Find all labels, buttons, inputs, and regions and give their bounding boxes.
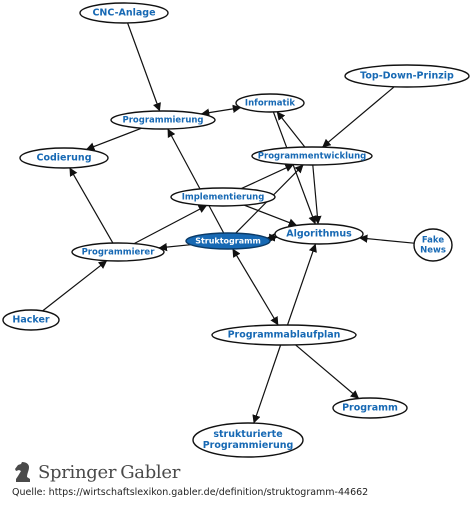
node-struktogramm[interactable]: Struktogramm bbox=[185, 232, 271, 250]
node-label: Programmentwicklung bbox=[258, 152, 366, 162]
node-implementierung[interactable]: Implementierung bbox=[170, 187, 276, 207]
chess-knight-icon bbox=[15, 462, 30, 482]
node-label: Programm bbox=[342, 403, 398, 414]
edge-implementierung-algorithmus bbox=[244, 204, 298, 227]
edge-struktogramm-programmierung bbox=[167, 128, 225, 234]
node-hacker[interactable]: Hacker bbox=[2, 309, 60, 331]
node-label: Struktogramm bbox=[195, 237, 261, 246]
node-shape bbox=[71, 242, 165, 262]
node-label: Codierung bbox=[36, 153, 91, 164]
node-cnc[interactable]: CNC-Anlage bbox=[79, 2, 169, 24]
node-label: Top-Down-Prinzip bbox=[360, 71, 454, 82]
node-label: CNC-Anlage bbox=[92, 8, 155, 19]
node-layer: CNC-AnlageTop-Down-PrinzipInformatikProg… bbox=[2, 2, 470, 458]
node-programmierung[interactable]: Programmierung bbox=[110, 110, 216, 130]
node-shape bbox=[19, 147, 109, 169]
node-shape bbox=[235, 93, 305, 113]
node-label: Implementierung bbox=[182, 193, 265, 203]
edge-layer bbox=[42, 22, 415, 424]
node-label: strukturierte bbox=[213, 429, 282, 440]
node-shape bbox=[110, 110, 216, 130]
edge-struktogramm-programmablaufplan bbox=[232, 248, 279, 326]
edge-struktogramm-programmierer bbox=[158, 242, 191, 252]
edge-programmentwicklung-algorithmus bbox=[312, 164, 322, 225]
node-shape bbox=[185, 232, 271, 250]
node-label: Programmablaufplan bbox=[228, 330, 341, 341]
edge-programmierer-implementierung bbox=[133, 204, 208, 245]
edge-programmierung-codierung bbox=[86, 127, 142, 151]
edge-programmentwicklung-informatik bbox=[276, 111, 306, 148]
edge-programmablaufplan-strukturierte bbox=[252, 344, 282, 424]
node-shape bbox=[192, 422, 304, 458]
node-programmierer[interactable]: Programmierer bbox=[71, 242, 165, 262]
node-shape bbox=[251, 146, 373, 166]
node-informatik[interactable]: Informatik bbox=[235, 93, 305, 113]
edge-programmablaufplan-programm bbox=[295, 344, 360, 399]
edge-programmablaufplan-algorithmus bbox=[286, 243, 317, 326]
node-label: News bbox=[420, 245, 446, 255]
node-shape bbox=[79, 2, 169, 24]
node-codierung[interactable]: Codierung bbox=[19, 147, 109, 169]
brand-gabler: Gabler bbox=[120, 461, 181, 483]
node-label: Programmierung bbox=[203, 440, 294, 451]
edge-programmierung-informatik bbox=[200, 104, 242, 117]
node-shape bbox=[170, 187, 276, 207]
node-label: Hacker bbox=[12, 315, 49, 326]
edge-implementierung-programmentwicklung bbox=[241, 164, 294, 190]
node-shape bbox=[413, 228, 453, 262]
node-shape bbox=[274, 223, 364, 245]
node-label: Programmierer bbox=[82, 248, 156, 258]
edge-struktogramm-algorithmus bbox=[266, 233, 278, 242]
node-algorithmus[interactable]: Algorithmus bbox=[274, 223, 364, 245]
brand-springer: Springer bbox=[38, 461, 117, 483]
node-programmentwicklung[interactable]: Programmentwicklung bbox=[251, 146, 373, 166]
edge-hacker-programmierer bbox=[42, 260, 108, 312]
edge-programmierer-codierung bbox=[69, 167, 114, 244]
edge-cnc-programmierung bbox=[127, 22, 161, 112]
node-label: Fake bbox=[422, 236, 444, 246]
node-programmablaufplan[interactable]: Programmablaufplan bbox=[211, 324, 357, 346]
node-programm[interactable]: Programm bbox=[332, 397, 408, 419]
node-label: Informatik bbox=[245, 99, 296, 109]
edge-informatik-algorithmus bbox=[272, 111, 317, 225]
edge-fakenews-algorithmus bbox=[359, 234, 415, 244]
node-shape bbox=[2, 309, 60, 331]
node-shape bbox=[344, 64, 470, 88]
node-label: Algorithmus bbox=[286, 229, 352, 240]
source-caption: Quelle: https://wirtschaftslexikon.gable… bbox=[12, 487, 369, 498]
node-label: Programmierung bbox=[122, 116, 203, 126]
node-topdown[interactable]: Top-Down-Prinzip bbox=[344, 64, 470, 88]
node-shape bbox=[211, 324, 357, 346]
edge-topdown-programmentwicklung bbox=[322, 86, 395, 148]
node-shape bbox=[332, 397, 408, 419]
